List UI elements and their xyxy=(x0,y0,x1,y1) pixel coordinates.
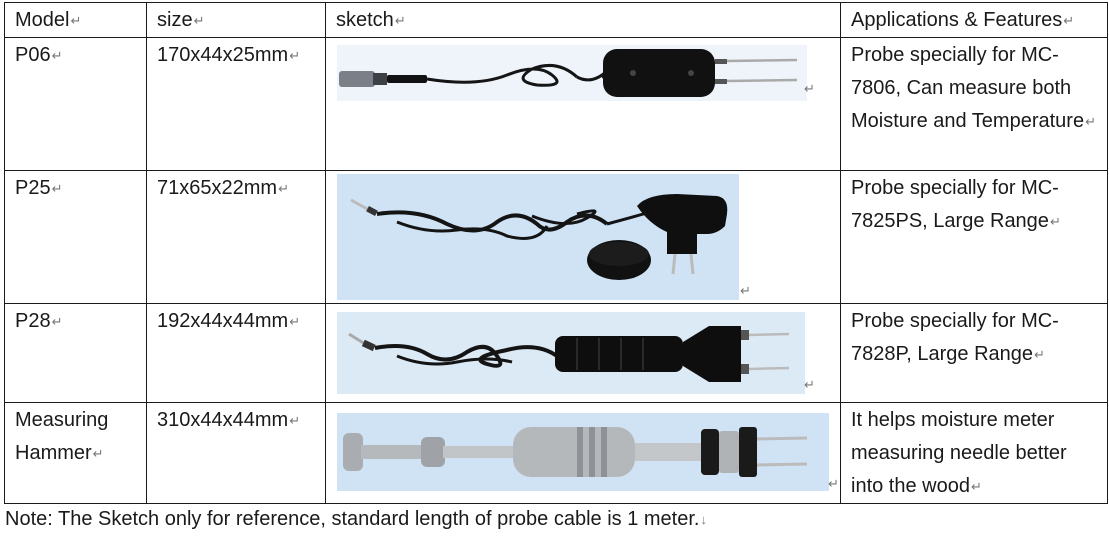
size-value: 71x65x22mm xyxy=(157,177,278,199)
sketch-cell: ↵ xyxy=(325,402,841,504)
table-row: P25↵ 71x65x22mm↵ ↵ xyxy=(4,170,1108,304)
table-row: P28↵ 192x44x44mm↵ xyxy=(4,303,1108,403)
header-label-size: size xyxy=(157,9,193,31)
probe-p06-image xyxy=(337,45,807,101)
size-value: 170x44x25mm xyxy=(157,44,289,66)
applications-cell: Probe specially for MC-7825PS, Large Ran… xyxy=(840,170,1108,304)
header-label-sketch: sketch xyxy=(336,9,394,31)
model-name: Measuring Hammer xyxy=(15,409,109,464)
header-cell-size: size↵ xyxy=(146,2,326,38)
header-label-applications: Applications & Features xyxy=(851,9,1063,31)
table-row: Measuring Hammer↵ 310x44x44mm↵ xyxy=(4,402,1108,504)
size-cell: 71x65x22mm↵ xyxy=(146,170,326,304)
footnote: Note: The Sketch only for reference, sta… xyxy=(5,508,707,530)
model-cell: P28↵ xyxy=(4,303,147,403)
size-value: 310x44x44mm xyxy=(157,409,289,431)
applications-cell: It helps moisture meter measuring needle… xyxy=(840,402,1108,504)
applications-text: It helps moisture meter measuring needle… xyxy=(851,409,1067,497)
applications-text: Probe specially for MC-7806, Can measure… xyxy=(851,44,1085,132)
model-name: P06 xyxy=(15,44,51,66)
size-cell: 310x44x44mm↵ xyxy=(146,402,326,504)
model-cell: P25↵ xyxy=(4,170,147,304)
header-cell-sketch: sketch↵ xyxy=(325,2,841,38)
model-cell: P06↵ xyxy=(4,37,147,171)
header-label-model: Model xyxy=(15,9,70,31)
sketch-cell: ↵ xyxy=(325,170,841,304)
sketch-cell: ↵ xyxy=(325,37,841,171)
footnote-text: Note: The Sketch only for reference, sta… xyxy=(5,508,700,530)
header-cell-model: Model↵ xyxy=(4,2,147,38)
table-header-row: Model↵ size↵ sketch↵ Applications & Feat… xyxy=(4,2,1108,38)
model-cell: Measuring Hammer↵ xyxy=(4,402,147,504)
header-cell-applications: Applications & Features↵ xyxy=(840,2,1108,38)
applications-cell: Probe specially for MC-7828P, Large Rang… xyxy=(840,303,1108,403)
applications-text: Probe specially for MC-7828P, Large Rang… xyxy=(851,310,1059,365)
sketch-cell: ↵ xyxy=(325,303,841,403)
size-value: 192x44x44mm xyxy=(157,310,289,332)
probe-spec-table: Model↵ size↵ sketch↵ Applications & Feat… xyxy=(4,2,1108,504)
probe-p25-image xyxy=(337,174,739,300)
size-cell: 170x44x25mm↵ xyxy=(146,37,326,171)
size-cell: 192x44x44mm↵ xyxy=(146,303,326,403)
model-name: P28 xyxy=(15,310,51,332)
applications-cell: Probe specially for MC-7806, Can measure… xyxy=(840,37,1108,171)
probe-p28-image xyxy=(337,312,805,394)
applications-text: Probe specially for MC-7825PS, Large Ran… xyxy=(851,177,1059,232)
model-name: P25 xyxy=(15,177,51,199)
measuring-hammer-image xyxy=(337,413,829,491)
table-row: P06↵ 170x44x25mm↵ xyxy=(4,37,1108,171)
